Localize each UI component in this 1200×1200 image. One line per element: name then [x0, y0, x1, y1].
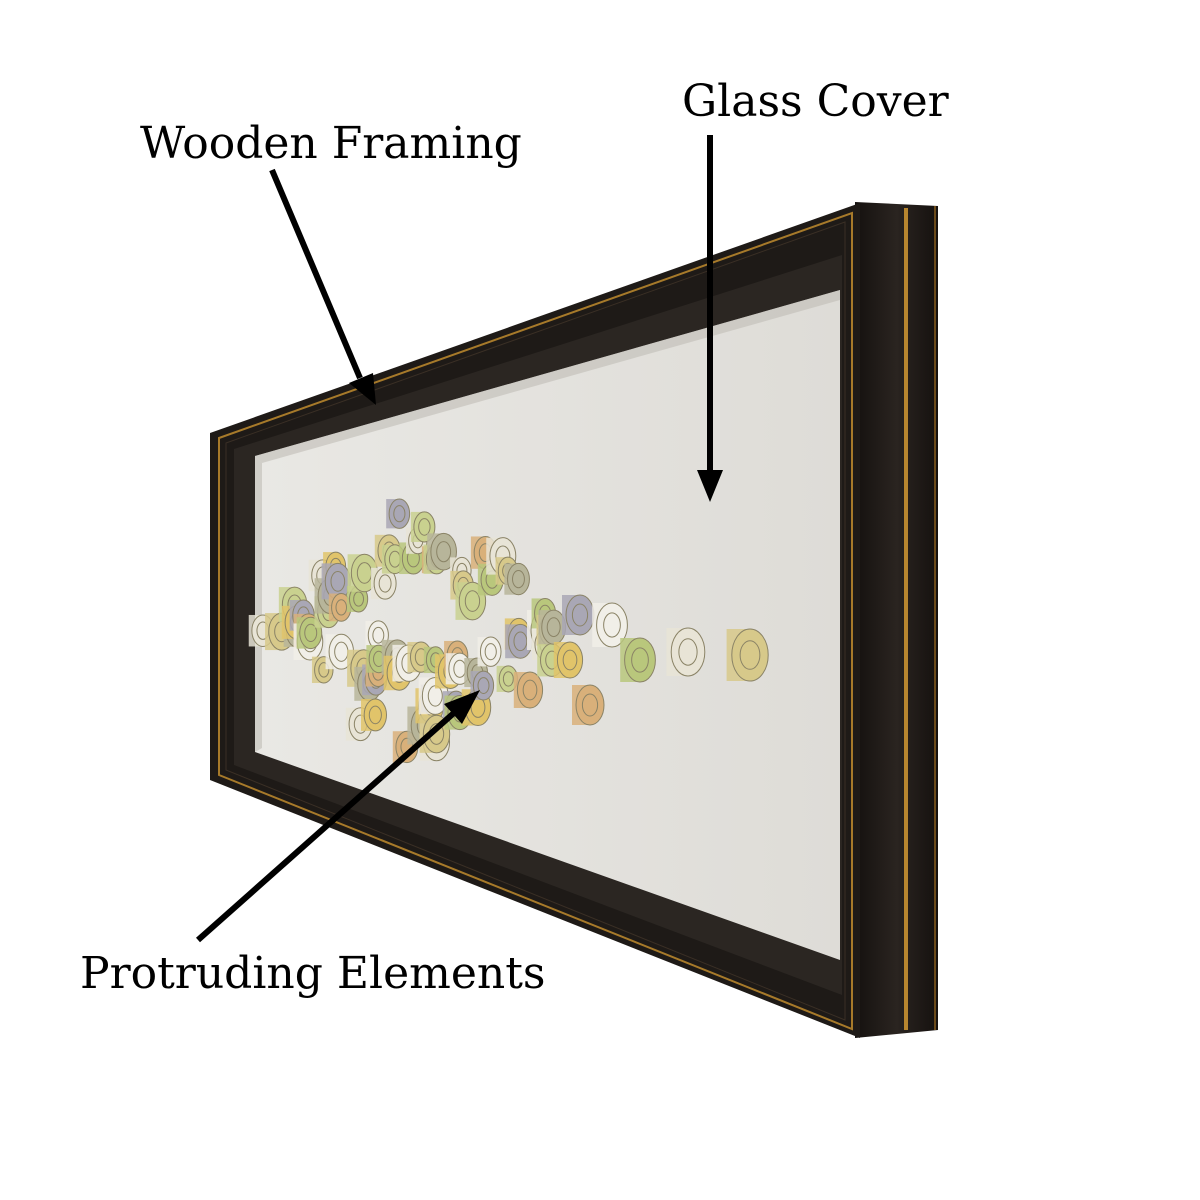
- arrow-icon: [196, 135, 723, 943]
- glass-cover-label: Glass Cover: [682, 76, 949, 127]
- frame-side: [855, 202, 938, 1038]
- wooden-framing-label: Wooden Framing: [140, 118, 522, 169]
- protruding-elements-label: Protruding Elements: [80, 948, 546, 999]
